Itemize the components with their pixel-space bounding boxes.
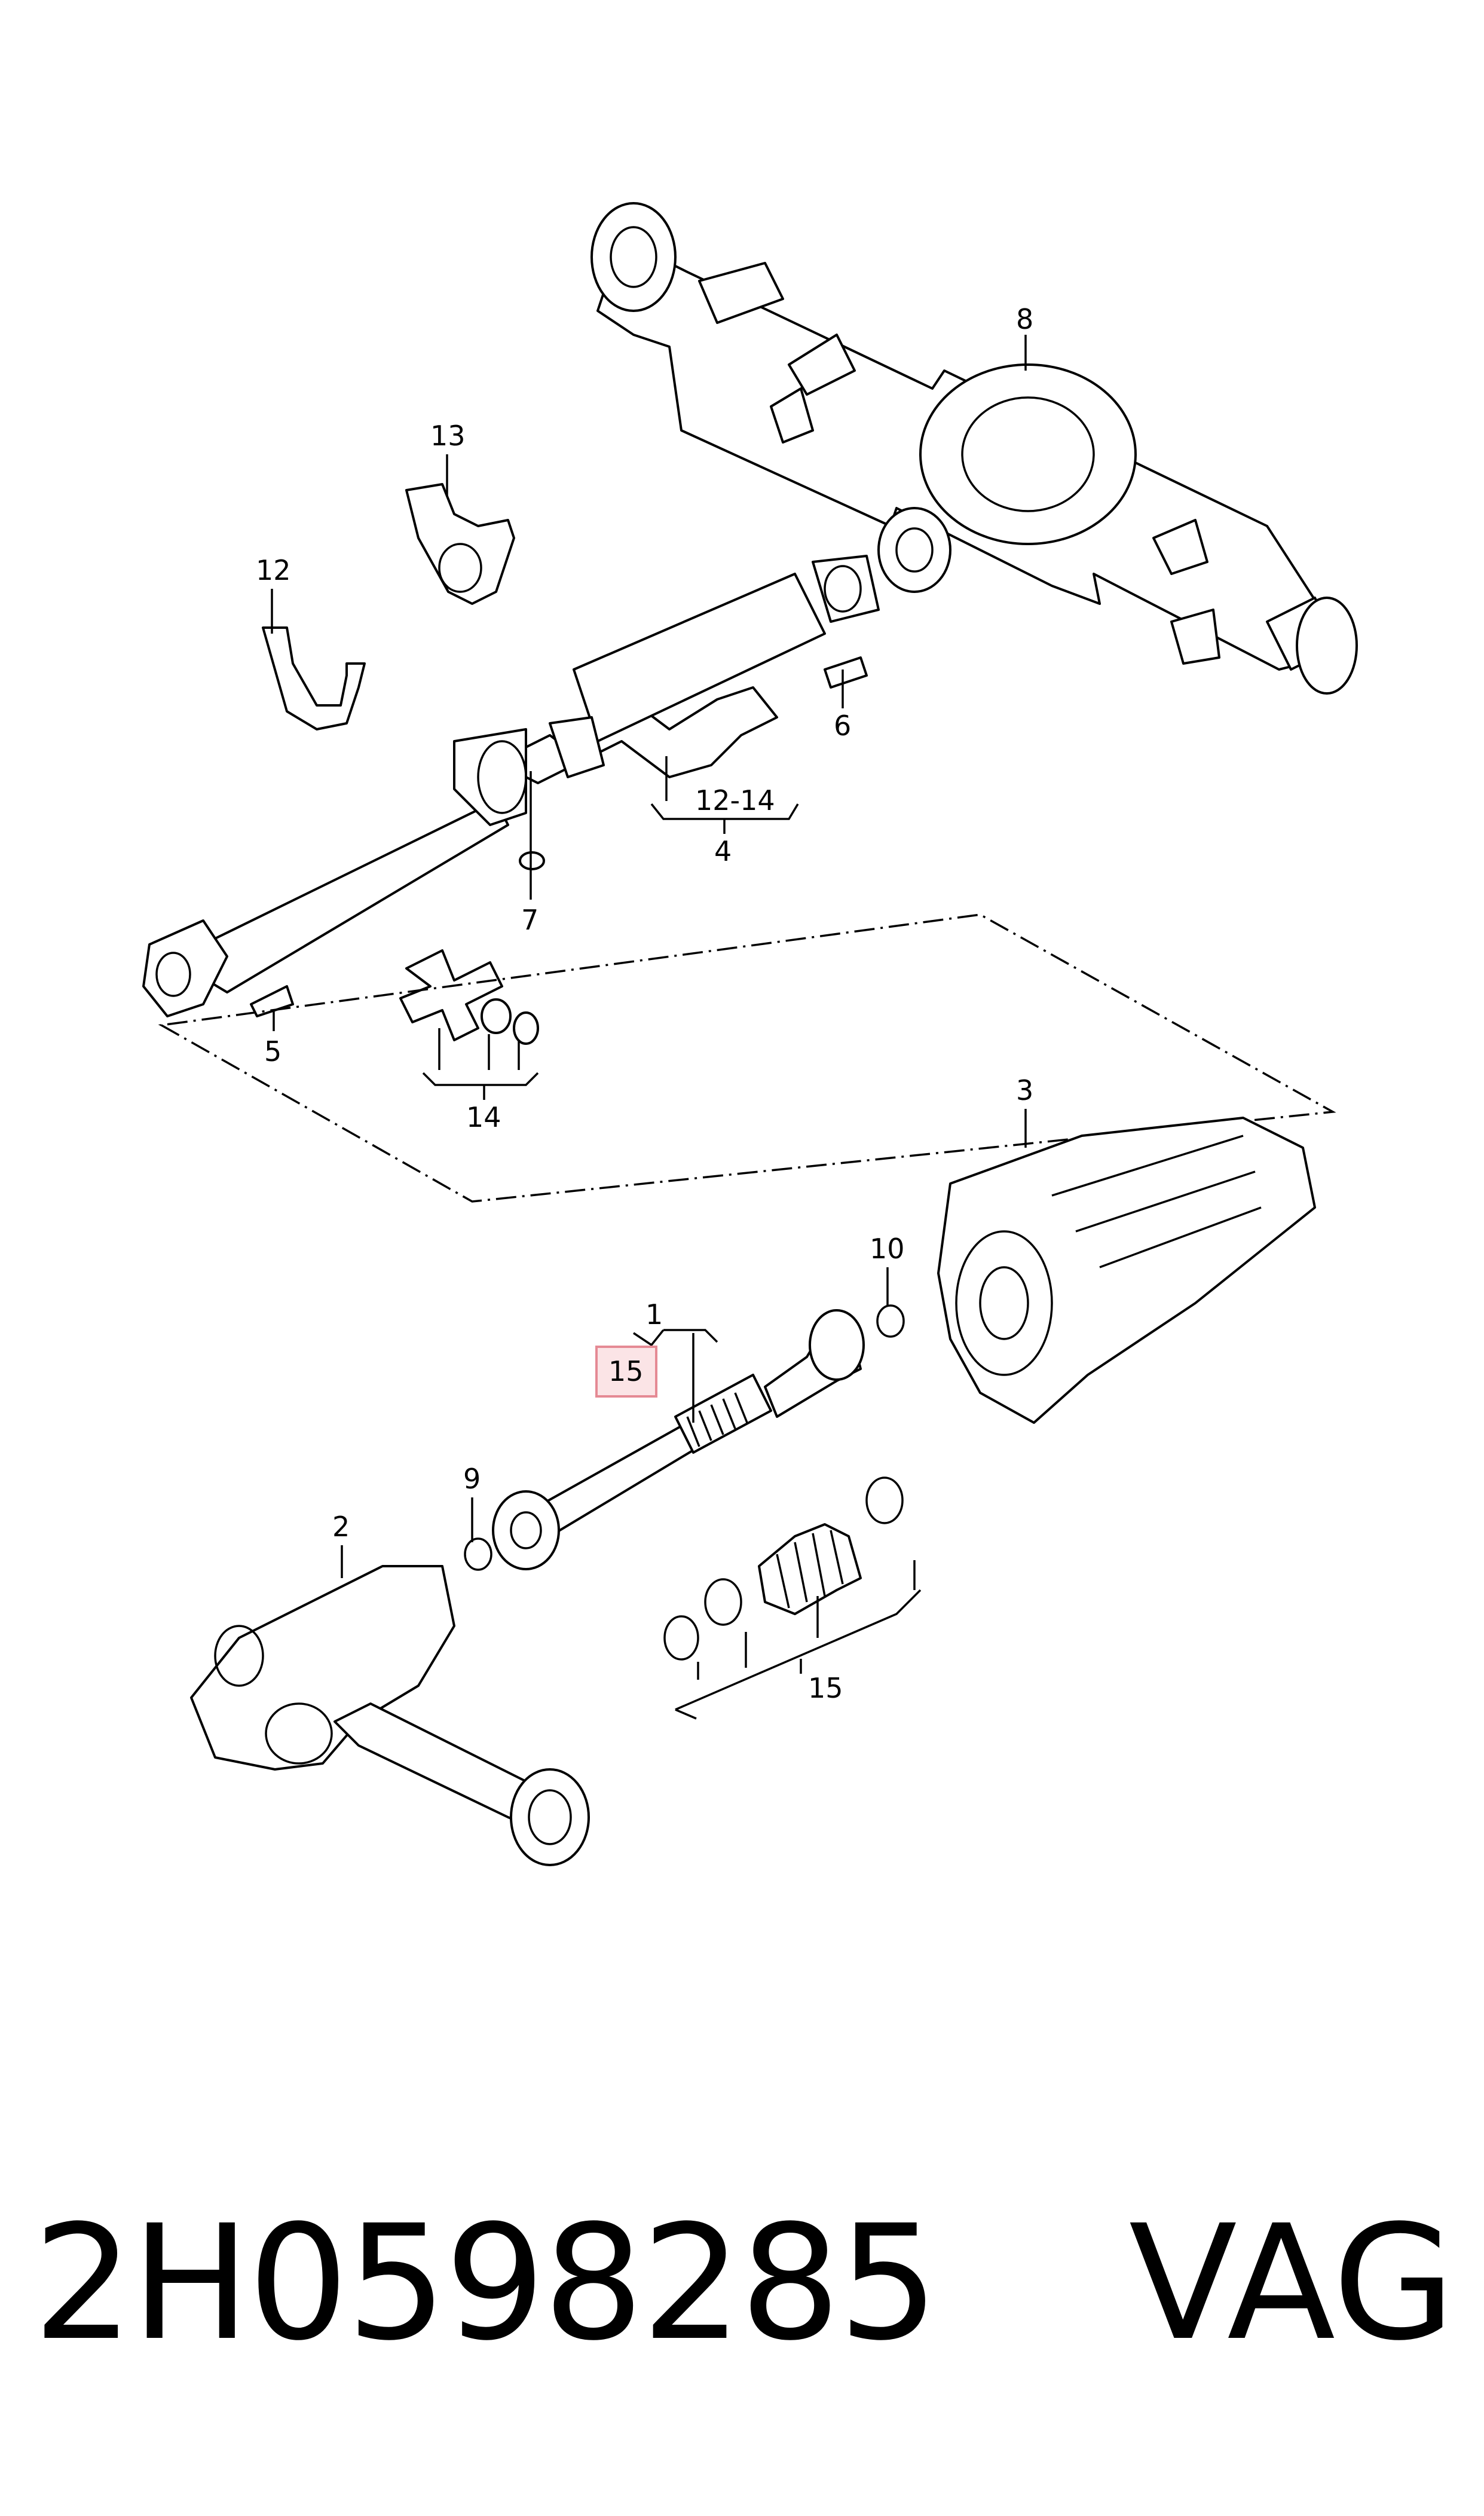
universal-joint-kit-part-14 xyxy=(399,949,539,1045)
rear-propshaft-part-4 xyxy=(142,555,880,1017)
front-propshaft-part-1 xyxy=(492,1309,865,1570)
clamp-part-12 xyxy=(262,626,366,730)
callout-9: 9 xyxy=(463,1463,481,1495)
nut-part-7 xyxy=(519,851,545,870)
brand-name: VAG xyxy=(1128,2191,1455,2376)
callout-12-14: 12-14 xyxy=(695,784,775,817)
exploded-parts-diagram: 8 13 12 6 12-14 4 7 5 14 3 10 1 9 2 15 1… xyxy=(142,202,1358,1866)
callout-4: 4 xyxy=(714,835,732,867)
callout-5: 5 xyxy=(264,1035,281,1068)
highlighted-callout-15[interactable]: 15 xyxy=(595,1346,657,1398)
callout-2: 2 xyxy=(332,1511,350,1543)
rear-axle-part-8 xyxy=(590,202,1358,695)
callout-8: 8 xyxy=(1016,303,1033,335)
callout-6: 6 xyxy=(834,710,851,742)
callout-14: 14 xyxy=(466,1101,501,1133)
callout-15: 15 xyxy=(808,1672,843,1704)
highlight-label-15: 15 xyxy=(608,1355,644,1387)
callout-3: 3 xyxy=(1016,1074,1033,1106)
assembly-outline xyxy=(158,913,1336,1203)
circlip-part-10 xyxy=(876,1304,905,1338)
part-number: 2H0598285 xyxy=(33,2191,939,2376)
circlip-part-9 xyxy=(464,1537,492,1571)
footer: 2H0598285 VAG xyxy=(33,2194,1455,2373)
leader-lines xyxy=(271,335,1027,1720)
callout-13: 13 xyxy=(430,420,466,452)
bolt-part-6 xyxy=(824,656,868,689)
callout-10: 10 xyxy=(870,1233,905,1265)
transmission-part-3 xyxy=(937,1117,1316,1424)
front-differential-part-2 xyxy=(190,1565,590,1866)
callout-1: 1 xyxy=(645,1298,663,1331)
boot-kit-part-15 xyxy=(663,1476,904,1661)
callout-7: 7 xyxy=(521,904,538,936)
callout-12: 12 xyxy=(256,554,291,586)
bolt-part-5 xyxy=(250,985,294,1017)
